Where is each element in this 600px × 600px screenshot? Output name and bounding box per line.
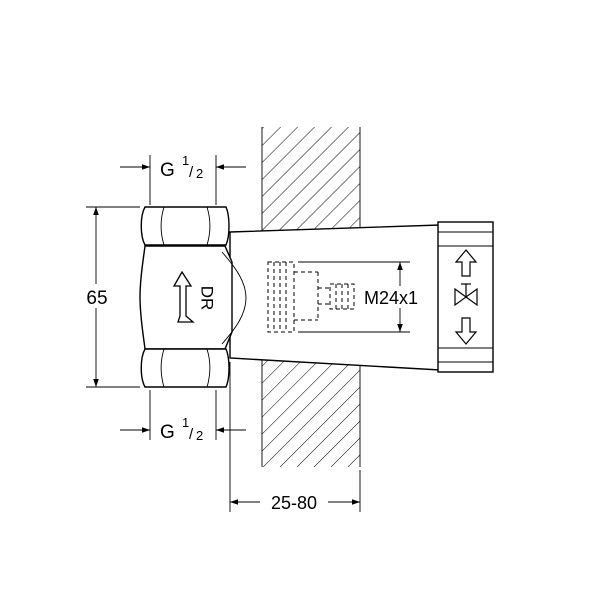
bottom-port-slash: / (189, 426, 194, 443)
height-dimension (86, 206, 140, 388)
cartridge-outline (267, 261, 355, 333)
bottom-port-dimension (120, 390, 246, 440)
top-port-denominator: 2 (196, 166, 203, 181)
bottom-port-denominator: 2 (196, 428, 203, 443)
top-port-dimension (120, 155, 246, 205)
body-marking: DR (198, 286, 217, 311)
body-contour-right (221, 251, 247, 345)
flow-arrow-icon (172, 270, 195, 323)
bottom-port-label: G (160, 422, 175, 443)
thread-label: M24x1 (364, 288, 418, 308)
bottom-port-numerator: 1 (182, 415, 189, 430)
bottom-hex-nut (140, 348, 230, 388)
push-pull-arrows-icon (454, 249, 478, 345)
wall-range-label: 25-80 (271, 493, 317, 513)
top-hex-nut (140, 206, 230, 246)
top-port-numerator: 1 (182, 153, 189, 168)
valve-symbol-icon (454, 283, 478, 307)
top-port-label: G (160, 160, 175, 181)
top-port-slash: / (189, 164, 194, 181)
height-label: 65 (86, 288, 107, 309)
